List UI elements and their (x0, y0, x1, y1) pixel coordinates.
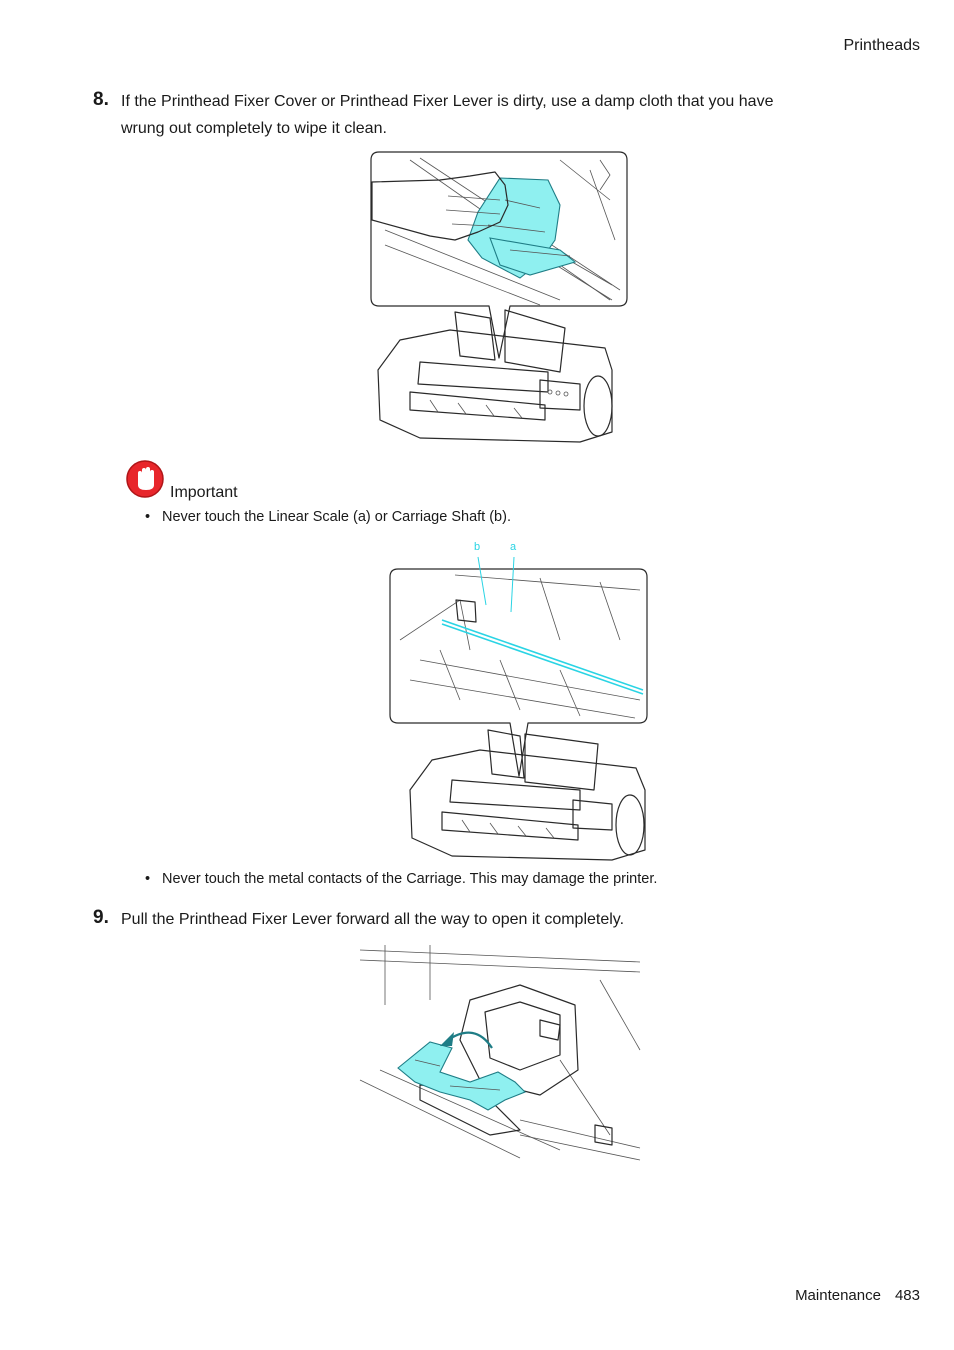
important-bullet-1: Never touch the Linear Scale (a) or Carr… (162, 509, 511, 525)
step-8-number: 8. (93, 89, 109, 110)
important-bullet-2: Never touch the metal contacts of the Ca… (162, 871, 658, 887)
step-8-text-line2: wrung out completely to wipe it clean. (121, 120, 387, 137)
running-header: Printheads (843, 37, 921, 54)
step-9-number: 9. (93, 907, 109, 928)
figure-linear-scale-carriage-shaft (389, 556, 648, 861)
important-title: Important (170, 484, 238, 501)
footer-chapter: Maintenance (795, 1287, 881, 1304)
step-9-text: Pull the Printhead Fixer Lever forward a… (121, 911, 625, 928)
page-footer: Maintenance 483 (795, 1287, 920, 1304)
callout-label-b: b (474, 541, 481, 553)
page-number: 483 (894, 1287, 920, 1304)
figure-open-fixer-lever (359, 945, 641, 1161)
callout-label-a: a (510, 541, 517, 553)
figure-wipe-fixer-cover (370, 151, 628, 443)
stop-hand-icon (126, 460, 164, 498)
bullet-marker: • (145, 871, 151, 887)
step-8-text-line1: If the Printhead Fixer Cover or Printhea… (121, 93, 774, 110)
bullet-marker: • (145, 509, 151, 525)
